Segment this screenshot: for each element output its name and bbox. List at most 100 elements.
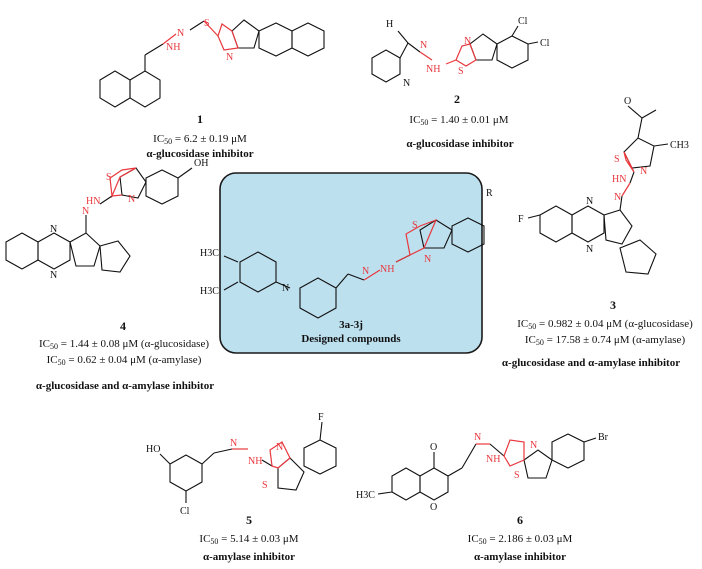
- compound-2-number: 2: [454, 92, 460, 106]
- designed-h3c-top: H3C: [200, 248, 219, 259]
- compound-1-S: S: [204, 18, 210, 29]
- compound-5-N: N: [230, 438, 237, 449]
- compound-3-fluoro: F: [518, 214, 524, 225]
- compound-4-thiazole-N: N: [128, 194, 135, 205]
- compound-2-N: N: [420, 40, 427, 51]
- ic50-subscript: 50: [210, 537, 219, 546]
- designed-compound-code: 3a-3j: [339, 319, 363, 331]
- compound-4-structure: [5, 167, 193, 273]
- ic50-subscript: 50: [535, 338, 544, 347]
- compound-3-ic50-amylase: IC50 = 17.58 ± 0.74 μM (α-amylase): [510, 334, 700, 349]
- compound-3-thiazole-N: N: [640, 166, 647, 177]
- compound-5-thiazole-N: N: [276, 442, 283, 453]
- compound-3-ch3: CH3: [670, 140, 689, 151]
- compound-3-S: S: [614, 154, 620, 165]
- ic50-subscript: 50: [528, 322, 537, 331]
- compound-4-ic50-glucosidase: IC50 = 1.44 ± 0.08 μM (α-glucosidase): [14, 338, 234, 353]
- compound-4-quinoxaline-N1: N: [50, 224, 57, 235]
- compound-5-ic50-value: = 5.14 ± 0.03 μM: [221, 533, 299, 545]
- compound-2-S: S: [458, 66, 464, 77]
- compound-2-pyridine-N: N: [403, 78, 410, 89]
- compound-5-ic50: IC50 = 5.14 ± 0.03 μM: [174, 533, 324, 548]
- compound-6-h3c: H3C: [356, 490, 375, 501]
- ic50-prefix: IC: [46, 354, 58, 366]
- ic50-subscript: 50: [57, 358, 66, 367]
- designed-hydrazone-bond: [363, 269, 381, 281]
- compound-4-oh: OH: [194, 158, 208, 169]
- compound-2-methyl-label: H: [386, 19, 393, 30]
- designed-N: N: [362, 266, 369, 277]
- compound-3-ic50-value-2: = 17.58 ± 0.74 μM (α-amylase): [546, 334, 686, 346]
- ic50-prefix: IC: [517, 318, 529, 330]
- ic50-subscript: 50: [420, 118, 429, 127]
- designed-compound-caption: Designed compounds: [301, 333, 401, 345]
- compound-3-N: N: [614, 192, 621, 203]
- compound-3-ic50-glucosidase: IC50 = 0.982 ± 0.04 μM (α-glucosidase): [508, 318, 702, 333]
- designed-thiazole: [405, 218, 438, 256]
- compound-2-structure: [371, 25, 539, 83]
- compound-4-ic50-value-2: = 0.62 ± 0.04 μM (α-amylase): [68, 354, 202, 366]
- compound-1-structure: [99, 19, 325, 108]
- compound-4-number: 4: [120, 319, 126, 333]
- compound-3-hydrazone-bond: [621, 182, 631, 197]
- ic50-prefix: IC: [153, 133, 165, 145]
- designed-NH: NH: [380, 264, 394, 275]
- compound-5-cl: Cl: [180, 506, 190, 517]
- compound-3-number: 3: [610, 298, 616, 312]
- compound-4-N: N: [82, 206, 89, 217]
- compound-4-ic50-value-1: = 1.44 ± 0.08 μM (α-glucosidase): [60, 338, 209, 350]
- ic50-prefix: IC: [467, 533, 479, 545]
- designed-r-group: R: [486, 188, 493, 199]
- designed-compounds-box: [219, 172, 483, 354]
- compound-4-activity: α-glucosidase and α-amylase inhibitor: [35, 380, 215, 392]
- compound-1-N: N: [177, 28, 184, 39]
- compound-3-oxo: O: [624, 96, 631, 107]
- ic50-prefix: IC: [524, 334, 536, 346]
- compound-2-cl-2: Cl: [540, 38, 550, 49]
- compound-2-NH: NH: [426, 64, 440, 75]
- compound-1-thiazole-N: N: [226, 52, 233, 63]
- compound-6-S: S: [514, 470, 520, 481]
- compound-4-HN: HN: [86, 196, 100, 207]
- compound-3-structure: [527, 105, 669, 275]
- compound-4-hydrazone-bond: [111, 194, 123, 197]
- compound-6-N: N: [474, 432, 481, 443]
- compound-1-number: 1: [197, 112, 203, 126]
- designed-S: S: [412, 220, 418, 231]
- compound-1-activity: α-glucosidase inhibitor: [146, 148, 254, 160]
- compound-6-NH: NH: [486, 454, 500, 465]
- compound-4-thiazole: [109, 167, 137, 199]
- compound-5-activity: α-amylase inhibitor: [202, 551, 295, 563]
- ic50-subscript: 50: [164, 137, 173, 146]
- ic50-prefix: IC: [199, 533, 211, 545]
- compound-4-ic50-amylase: IC50 = 0.62 ± 0.04 μM (α-amylase): [24, 354, 224, 369]
- compound-3-thiazole: [623, 151, 635, 173]
- compound-4-S: S: [106, 172, 112, 183]
- compound-6-number: 6: [517, 513, 523, 527]
- compound-1-NH: NH: [166, 42, 180, 53]
- compound-2-ic50-value: = 1.40 ± 0.01 μM: [431, 114, 509, 126]
- compound-3-quinoxaline-N2: N: [586, 244, 593, 255]
- compound-5-f: F: [318, 412, 324, 423]
- compound-1-hydrazone-bond: [162, 33, 177, 45]
- compound-1-ic50-value: = 6.2 ± 0.19 μM: [174, 133, 247, 145]
- compound-6-activity: α-amylase inhibitor: [473, 551, 566, 563]
- compound-2-thiazole-N: N: [464, 36, 471, 47]
- compound-6-thiazole: [503, 439, 525, 467]
- compound-6-ic50: IC50 = 2.186 ± 0.03 μM: [440, 533, 600, 548]
- ic50-subscript: 50: [50, 342, 58, 351]
- compound-6-o-keto: O: [430, 442, 437, 453]
- compound-2-ic50: IC50 = 1.40 ± 0.01 μM: [374, 114, 544, 129]
- compound-2-cl-1: Cl: [518, 16, 528, 27]
- ic50-prefix: IC: [409, 114, 421, 126]
- ic50-subscript: 50: [478, 537, 487, 546]
- compound-2-hydrazone-bond: [419, 51, 433, 61]
- compound-1-thiazole: [217, 23, 239, 51]
- compound-3-HN: HN: [612, 174, 626, 185]
- designed-thiazole-N: N: [424, 254, 431, 265]
- compound-3-quinoxaline-N1: N: [586, 196, 593, 207]
- compound-6-ic50-value: = 2.186 ± 0.03 μM: [489, 533, 573, 545]
- compound-5-thiazole: [269, 441, 291, 469]
- compound-4-quinoxaline-N2: N: [50, 270, 57, 281]
